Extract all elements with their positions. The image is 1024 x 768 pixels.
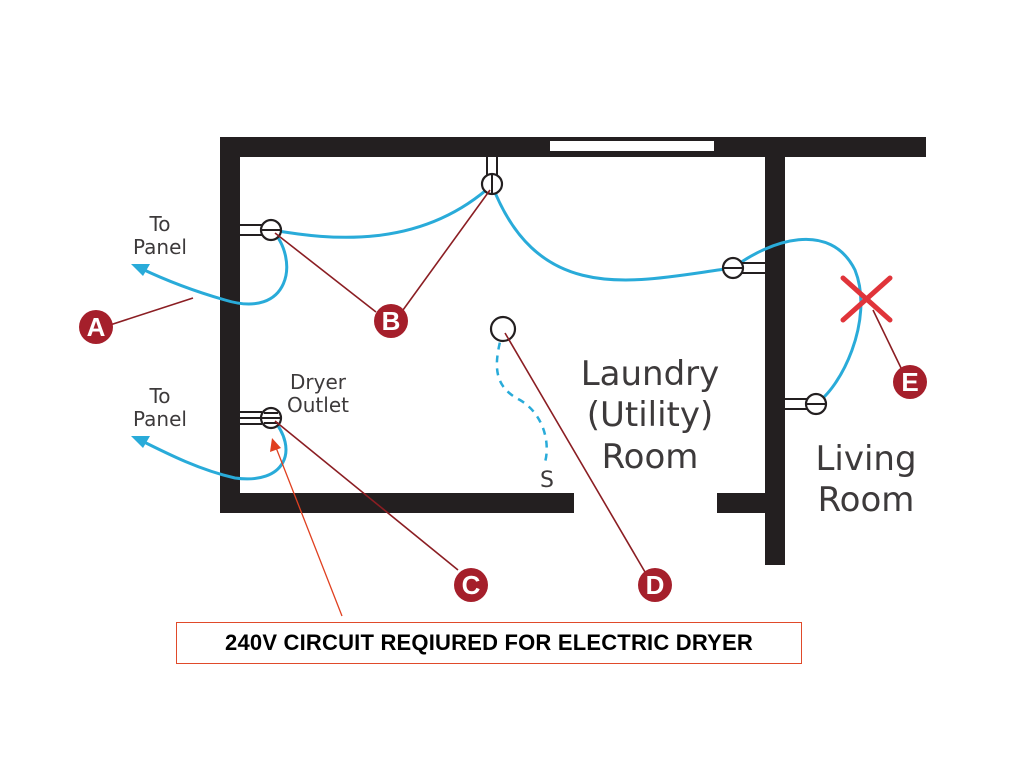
leader-lines — [109, 189, 903, 573]
leader-d — [504, 332, 646, 573]
ceiling-box-icon — [489, 315, 517, 343]
dryer-outlet-line1: Dryer — [290, 370, 347, 394]
wire-to-living-room-outlet — [731, 237, 863, 406]
laundry-room-line3: Room — [602, 437, 699, 477]
living-room-line1: Living — [815, 439, 916, 479]
switch-label: S — [540, 468, 554, 493]
top-left-outlet-icon — [240, 218, 283, 242]
marker-c-label: C — [462, 570, 481, 600]
caption-box: 240V CIRCUIT REQIURED FOR ELECTRIC DRYER — [176, 622, 802, 664]
marker-c: C — [454, 568, 488, 602]
laundry-wall-outlet-icon — [721, 256, 765, 280]
marker-d: D — [638, 568, 672, 602]
caption-arrow — [270, 438, 343, 617]
marker-b: B — [374, 304, 408, 338]
to-panel-top-line1: To — [148, 212, 170, 236]
dryer-outlet-icon — [240, 406, 283, 430]
switch-leg-wire — [495, 329, 548, 463]
dryer-outlet-line2: Outlet — [287, 393, 349, 417]
laundry-room-line2: (Utility) — [587, 395, 714, 435]
x-mark-icon — [840, 275, 893, 323]
marker-a: A — [79, 310, 113, 344]
walls — [220, 137, 926, 565]
leader-b-right — [402, 189, 491, 311]
wire-to-panel-top — [138, 228, 289, 306]
wiring — [131, 183, 863, 481]
living-room-outlet-icon — [785, 392, 828, 416]
left-wall — [220, 137, 240, 513]
caption-text: 240V CIRCUIT REQIURED FOR ELECTRIC DRYER — [225, 630, 753, 655]
to-panel-top-line2: Panel — [133, 235, 187, 259]
leader-c — [274, 420, 459, 571]
to-panel-bottom-line1: To — [148, 384, 170, 408]
wire-outlet-to-light — [270, 183, 494, 239]
marker-d-label: D — [646, 570, 665, 600]
leader-b-left — [274, 232, 377, 313]
arrow-head-bottom — [131, 436, 150, 448]
leader-e — [872, 309, 903, 371]
laundry-room-line1: Laundry — [581, 354, 720, 394]
ceiling-light-icon — [480, 157, 504, 196]
electrical-boxes — [240, 157, 828, 430]
arrow-head-top — [131, 264, 150, 276]
wire-to-panel-bottom — [138, 416, 288, 481]
marker-e-label: E — [901, 367, 918, 397]
marker-b-label: B — [382, 306, 401, 336]
marker-e: E — [893, 365, 927, 399]
leader-a — [109, 297, 194, 326]
to-panel-bottom-line2: Panel — [133, 407, 187, 431]
partition-wall — [765, 137, 785, 565]
marker-a-label: A — [87, 312, 106, 342]
living-room-line2: Room — [818, 480, 915, 520]
window — [548, 139, 716, 153]
bottom-wall-left — [220, 493, 574, 513]
wire-light-to-wall-outlet — [490, 183, 735, 282]
